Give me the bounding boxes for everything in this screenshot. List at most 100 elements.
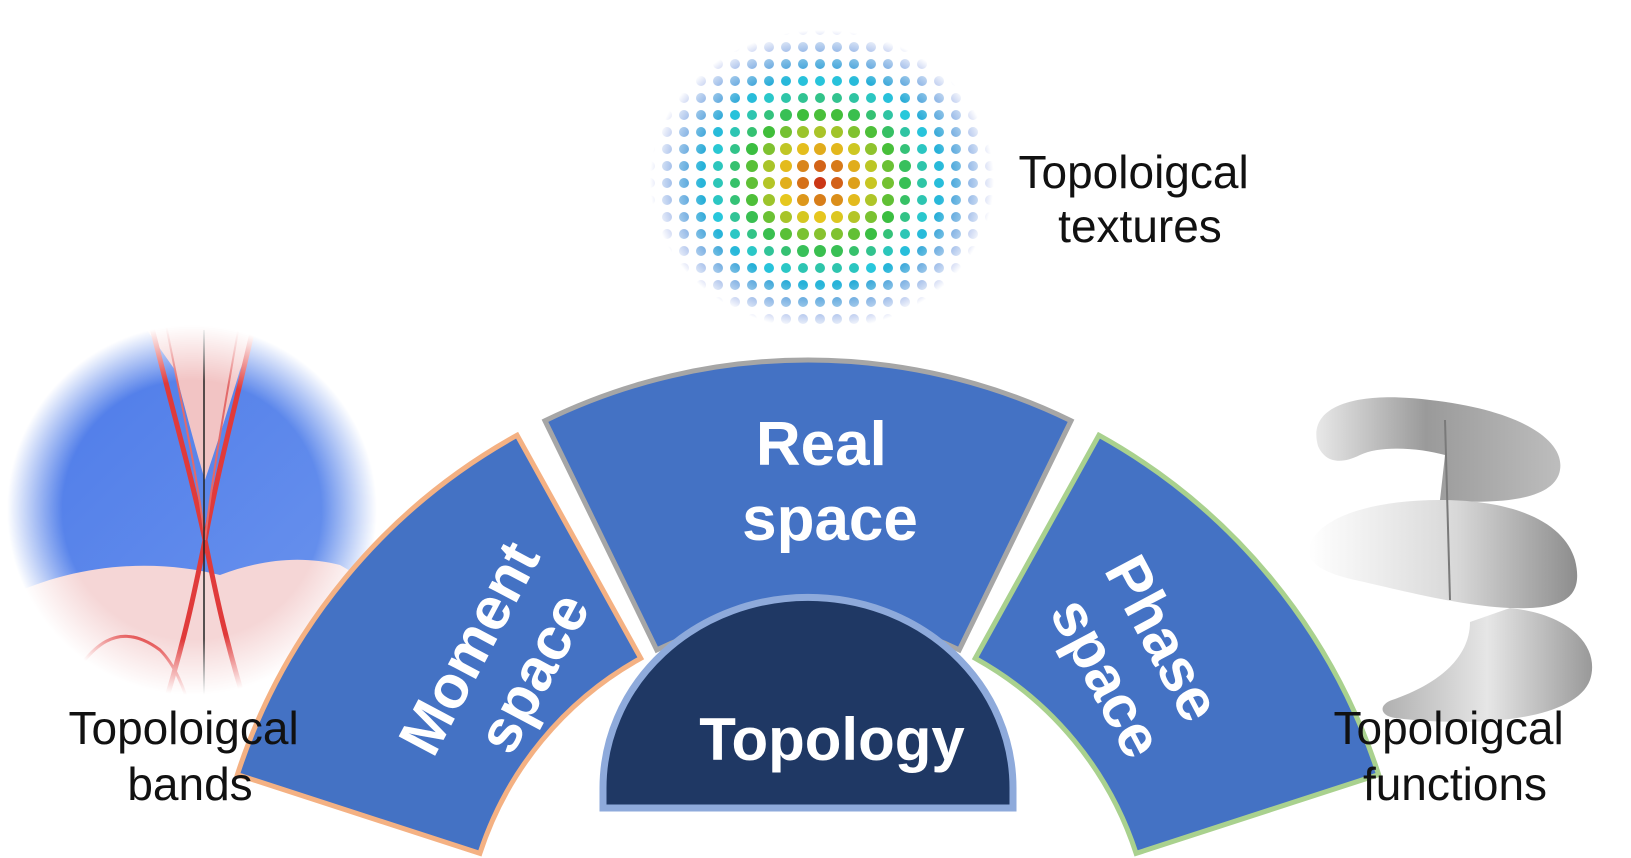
texture-spin-dot (763, 126, 775, 138)
texture-spin-dot (713, 195, 723, 205)
texture-spin-dot (917, 161, 927, 171)
texture-spin-dot (730, 93, 740, 103)
texture-spin-dot (713, 178, 723, 188)
texture-spin-dot (747, 263, 757, 273)
topological-functions-image (1308, 397, 1593, 722)
texture-spin-dot (730, 59, 740, 69)
texture-spin-dot (934, 263, 944, 273)
texture-spin-dot (831, 177, 843, 189)
texture-spin-dot (848, 211, 860, 223)
texture-spin-dot (934, 144, 944, 154)
texture-spin-dot (814, 177, 826, 189)
texture-spin-dot (696, 280, 706, 290)
texture-spin-dot (917, 195, 927, 205)
texture-spin-dot (747, 59, 757, 69)
texture-spin-dot (696, 59, 706, 69)
texture-spin-dot (662, 161, 672, 171)
texture-spin-dot (849, 280, 859, 290)
texture-spin-dot (798, 76, 808, 86)
texture-spin-dot (713, 229, 723, 239)
texture-spin-dot (951, 76, 961, 86)
texture-spin-dot (781, 76, 791, 86)
texture-spin-dot (865, 177, 877, 189)
texture-spin-dot (798, 42, 808, 52)
texture-spin-dot (831, 126, 843, 138)
texture-spin-dot (798, 59, 808, 69)
texture-spin-dot (883, 314, 893, 324)
texture-spin-dot (848, 126, 860, 138)
texture-spin-dot (781, 59, 791, 69)
texture-spin-dot (696, 212, 706, 222)
texture-spin-dot (730, 144, 740, 154)
texture-spin-dot (730, 76, 740, 86)
texture-spin-dot (713, 161, 723, 171)
texture-spin-dot (764, 110, 774, 120)
texture-spin-dot (934, 178, 944, 188)
texture-spin-dot (831, 160, 843, 172)
texture-spin-dot (883, 59, 893, 69)
texture-spin-dot (781, 280, 791, 290)
texture-spin-dot (747, 314, 757, 324)
texture-spin-dot (798, 263, 808, 273)
texture-spin-dot (900, 76, 910, 86)
texture-spin-dot (951, 195, 961, 205)
topology-label: Topology (699, 706, 965, 773)
texture-spin-dot (934, 93, 944, 103)
texture-spin-dot (865, 160, 877, 172)
texture-spin-dot (713, 280, 723, 290)
texture-spin-dot (985, 178, 995, 188)
texture-spin-dot (696, 93, 706, 103)
texture-spin-dot (899, 160, 911, 172)
texture-spin-dot (900, 127, 910, 137)
texture-spin-dot (713, 212, 723, 222)
texture-spin-dot (679, 195, 689, 205)
texture-spin-dot (900, 144, 910, 154)
texture-spin-dot (764, 280, 774, 290)
texture-spin-dot (746, 143, 758, 155)
texture-spin-dot (815, 42, 825, 52)
texture-spin-dot (747, 297, 757, 307)
texture-spin-dot (985, 212, 995, 222)
texture-spin-dot (781, 25, 791, 35)
texture-spin-dot (832, 263, 842, 273)
texture-spin-dot (645, 127, 655, 137)
texture-spin-dot (934, 212, 944, 222)
texture-spin-dot (951, 212, 961, 222)
texture-spin-dot (747, 246, 757, 256)
texture-spin-dot (747, 280, 757, 290)
texture-spin-dot (781, 246, 791, 256)
texture-spin-dot (730, 297, 740, 307)
texture-spin-dot (951, 93, 961, 103)
texture-spin-dot (865, 211, 877, 223)
texture-spin-dot (814, 245, 826, 257)
texture-spin-dot (780, 211, 792, 223)
topology-center (599, 593, 1017, 812)
texture-spin-dot (866, 280, 876, 290)
texture-spin-dot (814, 160, 826, 172)
texture-spin-dot (780, 109, 792, 121)
texture-spin-dot (797, 160, 809, 172)
texture-spin-dot (883, 280, 893, 290)
texture-spin-dot (747, 76, 757, 86)
texture-spin-dot (934, 195, 944, 205)
texture-spin-dot (934, 127, 944, 137)
texture-spin-dot (985, 229, 995, 239)
texture-spin-dot (798, 93, 808, 103)
texture-spin-dot (865, 126, 877, 138)
texture-spin-dot (866, 314, 876, 324)
texture-spin-dot (764, 246, 774, 256)
texture-spin-dot (679, 161, 689, 171)
texture-spin-dot (968, 161, 978, 171)
texture-spin-dot (849, 42, 859, 52)
texture-spin-dot (832, 280, 842, 290)
texture-spin-dot (798, 280, 808, 290)
texture-spin-dot (832, 42, 842, 52)
texture-spin-dot (883, 93, 893, 103)
texture-spin-dot (713, 246, 723, 256)
texture-spin-dot (696, 263, 706, 273)
texture-spin-dot (831, 143, 843, 155)
texture-spin-dot (815, 263, 825, 273)
texture-spin-dot (781, 42, 791, 52)
texture-spin-dot (934, 110, 944, 120)
texture-spin-dot (798, 314, 808, 324)
